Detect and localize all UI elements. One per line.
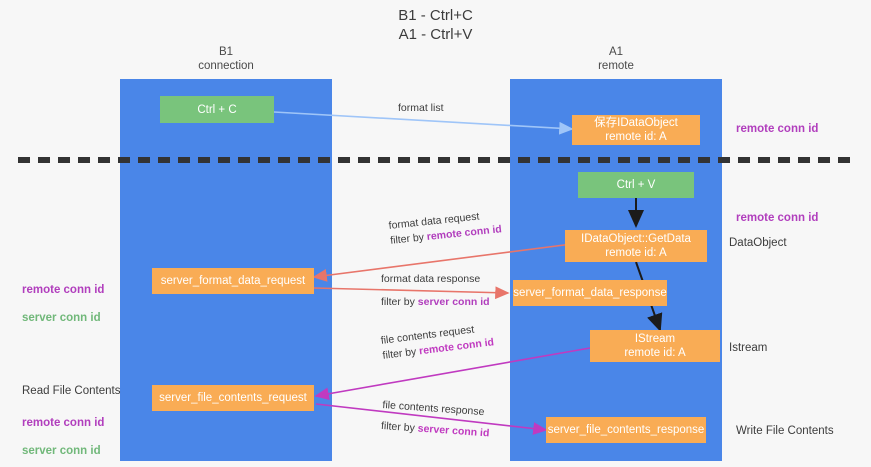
edge-label-file-contents-response-line1: file contents response [382, 398, 485, 419]
annotation-keys-mid: remote conn id server conn id [22, 269, 104, 339]
node-server-file-contents-request[interactable]: server_file_contents_request [152, 385, 314, 411]
node-ctrl-v[interactable]: Ctrl + V [578, 172, 694, 198]
node-istream[interactable]: IStream remote id: A [590, 330, 720, 362]
phase-divider [18, 157, 856, 163]
edge-label-format-data-request: format data request filter by remote con… [388, 207, 503, 249]
annotation-dataobject: DataObject [729, 237, 787, 249]
annotation-keys-bottom: remote conn id server conn id [22, 402, 104, 467]
key-remote-conn-id: remote conn id [22, 417, 105, 429]
edge-label-file-contents-response: file contents response filter by server … [380, 398, 491, 441]
key-server-conn-id: server conn id [417, 422, 490, 440]
node-idataobject-getdata[interactable]: IDataObject::GetData remote id: A [565, 230, 707, 262]
edge-label-format-data-response-line1: format data response [381, 273, 481, 285]
node-server-format-data-request[interactable]: server_format_data_request [152, 268, 314, 294]
annotation-read-file-contents: Read File Contents [22, 385, 121, 397]
annotation-remote-conn-id-mid: remote conn id [736, 212, 819, 224]
edge-label-format-data-response: format data response filter by server co… [381, 272, 490, 310]
key-server-conn-id: server conn id [22, 312, 101, 324]
node-server-file-contents-response[interactable]: server_file_contents_response [546, 417, 706, 443]
key-server-conn-id: server conn id [417, 296, 490, 308]
edge-label-format-list: format list [398, 102, 444, 114]
lane-header-b1: B1 connection [198, 46, 254, 72]
edge-label-format-data-response-line2: filter by server conn id [381, 296, 490, 308]
annotation-write-file-contents: Write File Contents [736, 425, 834, 437]
lane-header-a1: A1 remote [598, 46, 634, 72]
key-server-conn-id: server conn id [22, 445, 101, 457]
edge-label-file-contents-response-line2: filter by server conn id [380, 419, 490, 440]
node-ctrl-c[interactable]: Ctrl + C [160, 96, 274, 123]
page-title: B1 - Ctrl+C A1 - Ctrl+V [398, 7, 473, 43]
key-remote-conn-id: remote conn id [22, 284, 105, 296]
node-server-format-data-response[interactable]: server_format_data_response [513, 280, 667, 306]
annotation-remote-conn-id-top: remote conn id [736, 123, 819, 135]
annotation-istream: Istream [729, 342, 768, 354]
edge-label-file-contents-request: file contents request filter by remote c… [380, 320, 495, 363]
node-idataobject[interactable]: 保存IDataObject remote id: A [572, 115, 700, 145]
